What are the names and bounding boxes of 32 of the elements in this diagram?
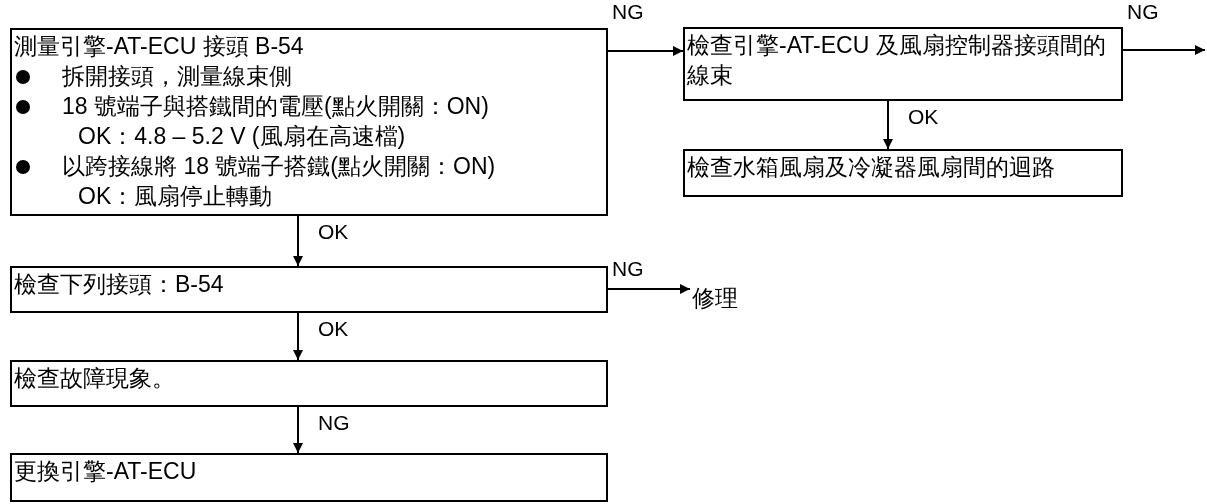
edge-label: NG [612,0,644,24]
edge-label: OK [908,105,939,129]
edge-label: NG [1127,0,1159,24]
arrow [293,406,303,454]
arrow [293,312,303,361]
action-text: 修理 [692,284,739,313]
arrow [293,215,303,267]
step-text: OK：風扇停止轉動 [77,182,274,211]
bullet-text: 以跨接線將 18 號端子搭鐵(點火開關：ON) [62,153,496,179]
edge-label: NG [612,257,644,281]
bullet-text: 18 號端子與搭鐵間的電壓(點火開關：ON) [62,93,489,119]
process-box [10,360,608,407]
arrow [883,100,893,150]
process-box [10,266,608,313]
step-text: 更換引擎-AT-ECU [14,457,198,486]
edge-label: OK [318,220,349,244]
edge-label: NG [318,411,350,435]
process-box [10,453,608,502]
bullet-text: 拆開接頭，測量線束側 [62,63,292,89]
process-box [683,27,1123,101]
arrow [607,46,684,56]
arrow [1122,45,1206,55]
step-text: 檢查水箱風扇及冷凝器風扇間的迴路 [687,153,1056,182]
process-box [10,28,608,216]
arrow [607,284,691,294]
step-text: 測量引擎-AT-ECU 接頭 B-54 [14,32,305,61]
process-box [683,149,1123,197]
step-text: 檢查下列接頭：B-54 [14,270,225,299]
step-text: 檢查故障現象。 [14,364,176,393]
edge-label: OK [318,317,349,341]
step-text: OK：4.8 – 5.2 V (風扇在高速檔) [77,122,407,151]
step-text: 檢查引擎-AT-ECU 及風扇控制器接頭間的線束 [687,31,1107,90]
